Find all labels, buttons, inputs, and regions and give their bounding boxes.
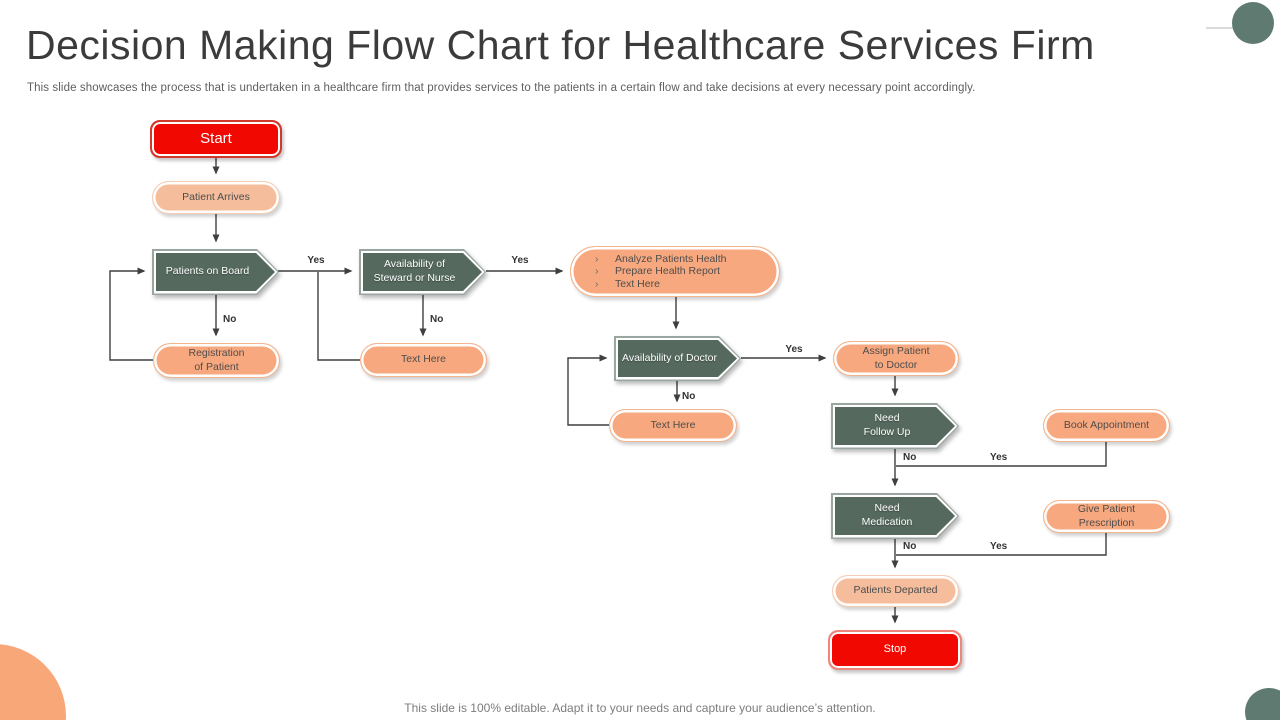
flow-node-need-medication: Need Medication: [831, 493, 959, 539]
flow-node-label: Need Follow Up: [863, 412, 911, 438]
top-right-circle-decoration: [1232, 2, 1274, 44]
edge-registration-loop-board: [109, 267, 153, 361]
accent-line: [1206, 27, 1254, 29]
edge-prescription-junction-yes: [896, 533, 1107, 556]
flow-node-analyze-list: ›Analyze Patients Health ›Prepare Health…: [570, 246, 780, 297]
edge-label-yes: Yes: [990, 452, 1008, 463]
flow-node-book-appointment: Book Appointment: [1043, 409, 1170, 442]
flow-node-start: Start: [150, 120, 282, 158]
edge-label-yes: Yes: [785, 344, 803, 355]
slide-subtitle: This slide showcases the process that is…: [27, 82, 976, 94]
edge-texthere-loop-yesline: [317, 272, 360, 361]
flow-node-availability-doctor: Availability of Doctor: [614, 336, 741, 381]
flow-node-need-follow-up: Need Follow Up: [831, 403, 959, 449]
flow-node-text-here-1: Text Here: [360, 343, 487, 377]
edge-label-yes: Yes: [511, 255, 529, 266]
flow-node-label: Need Medication: [861, 502, 913, 528]
flow-node-give-patient-prescription: Give Patient Prescription: [1043, 500, 1170, 533]
list-item: ›Text Here: [595, 277, 660, 290]
chevron-bullet-icon: ›: [595, 277, 599, 290]
edge-label-yes: Yes: [990, 541, 1008, 552]
edge-texthere2-loop-doctor: [567, 354, 609, 426]
flow-node-registration-of-patient: Registration of Patient: [153, 343, 280, 378]
edge-label-no: No: [223, 314, 237, 325]
flow-node-assign-patient-to-doctor: Assign Patient to Doctor: [833, 341, 959, 376]
slide-footer-note: This slide is 100% editable. Adapt it to…: [404, 701, 876, 715]
flow-node-label: Patients on Board: [165, 265, 250, 278]
flow-node-text-here-2: Text Here: [609, 409, 737, 442]
flow-node-patients-on-board: Patients on Board: [152, 249, 279, 295]
edge-label-no: No: [903, 541, 917, 552]
edge-label-no: No: [682, 391, 696, 402]
flow-node-label: Availability of Doctor: [622, 351, 717, 364]
edge-label-no: No: [903, 452, 917, 463]
list-item: ›Analyze Patients Health: [595, 252, 727, 265]
flow-node-stop: Stop: [828, 630, 962, 670]
flow-node-patients-departed: Patients Departed: [832, 575, 959, 607]
flow-node-availability-steward-nurse: Availability of Steward or Nurse: [359, 249, 486, 295]
edge-label-yes: Yes: [307, 255, 325, 266]
page-title: Decision Making Flow Chart for Healthcar…: [26, 22, 1095, 68]
flow-node-label: Availability of Steward or Nurse: [373, 258, 456, 284]
edge-label-no: No: [430, 314, 444, 325]
chevron-bullet-icon: ›: [595, 265, 599, 278]
flow-node-patient-arrives: Patient Arrives: [152, 181, 280, 214]
chevron-bullet-icon: ›: [595, 252, 599, 265]
edge-book-junction-yes: [896, 442, 1107, 467]
list-item: ›Prepare Health Report: [595, 265, 721, 278]
